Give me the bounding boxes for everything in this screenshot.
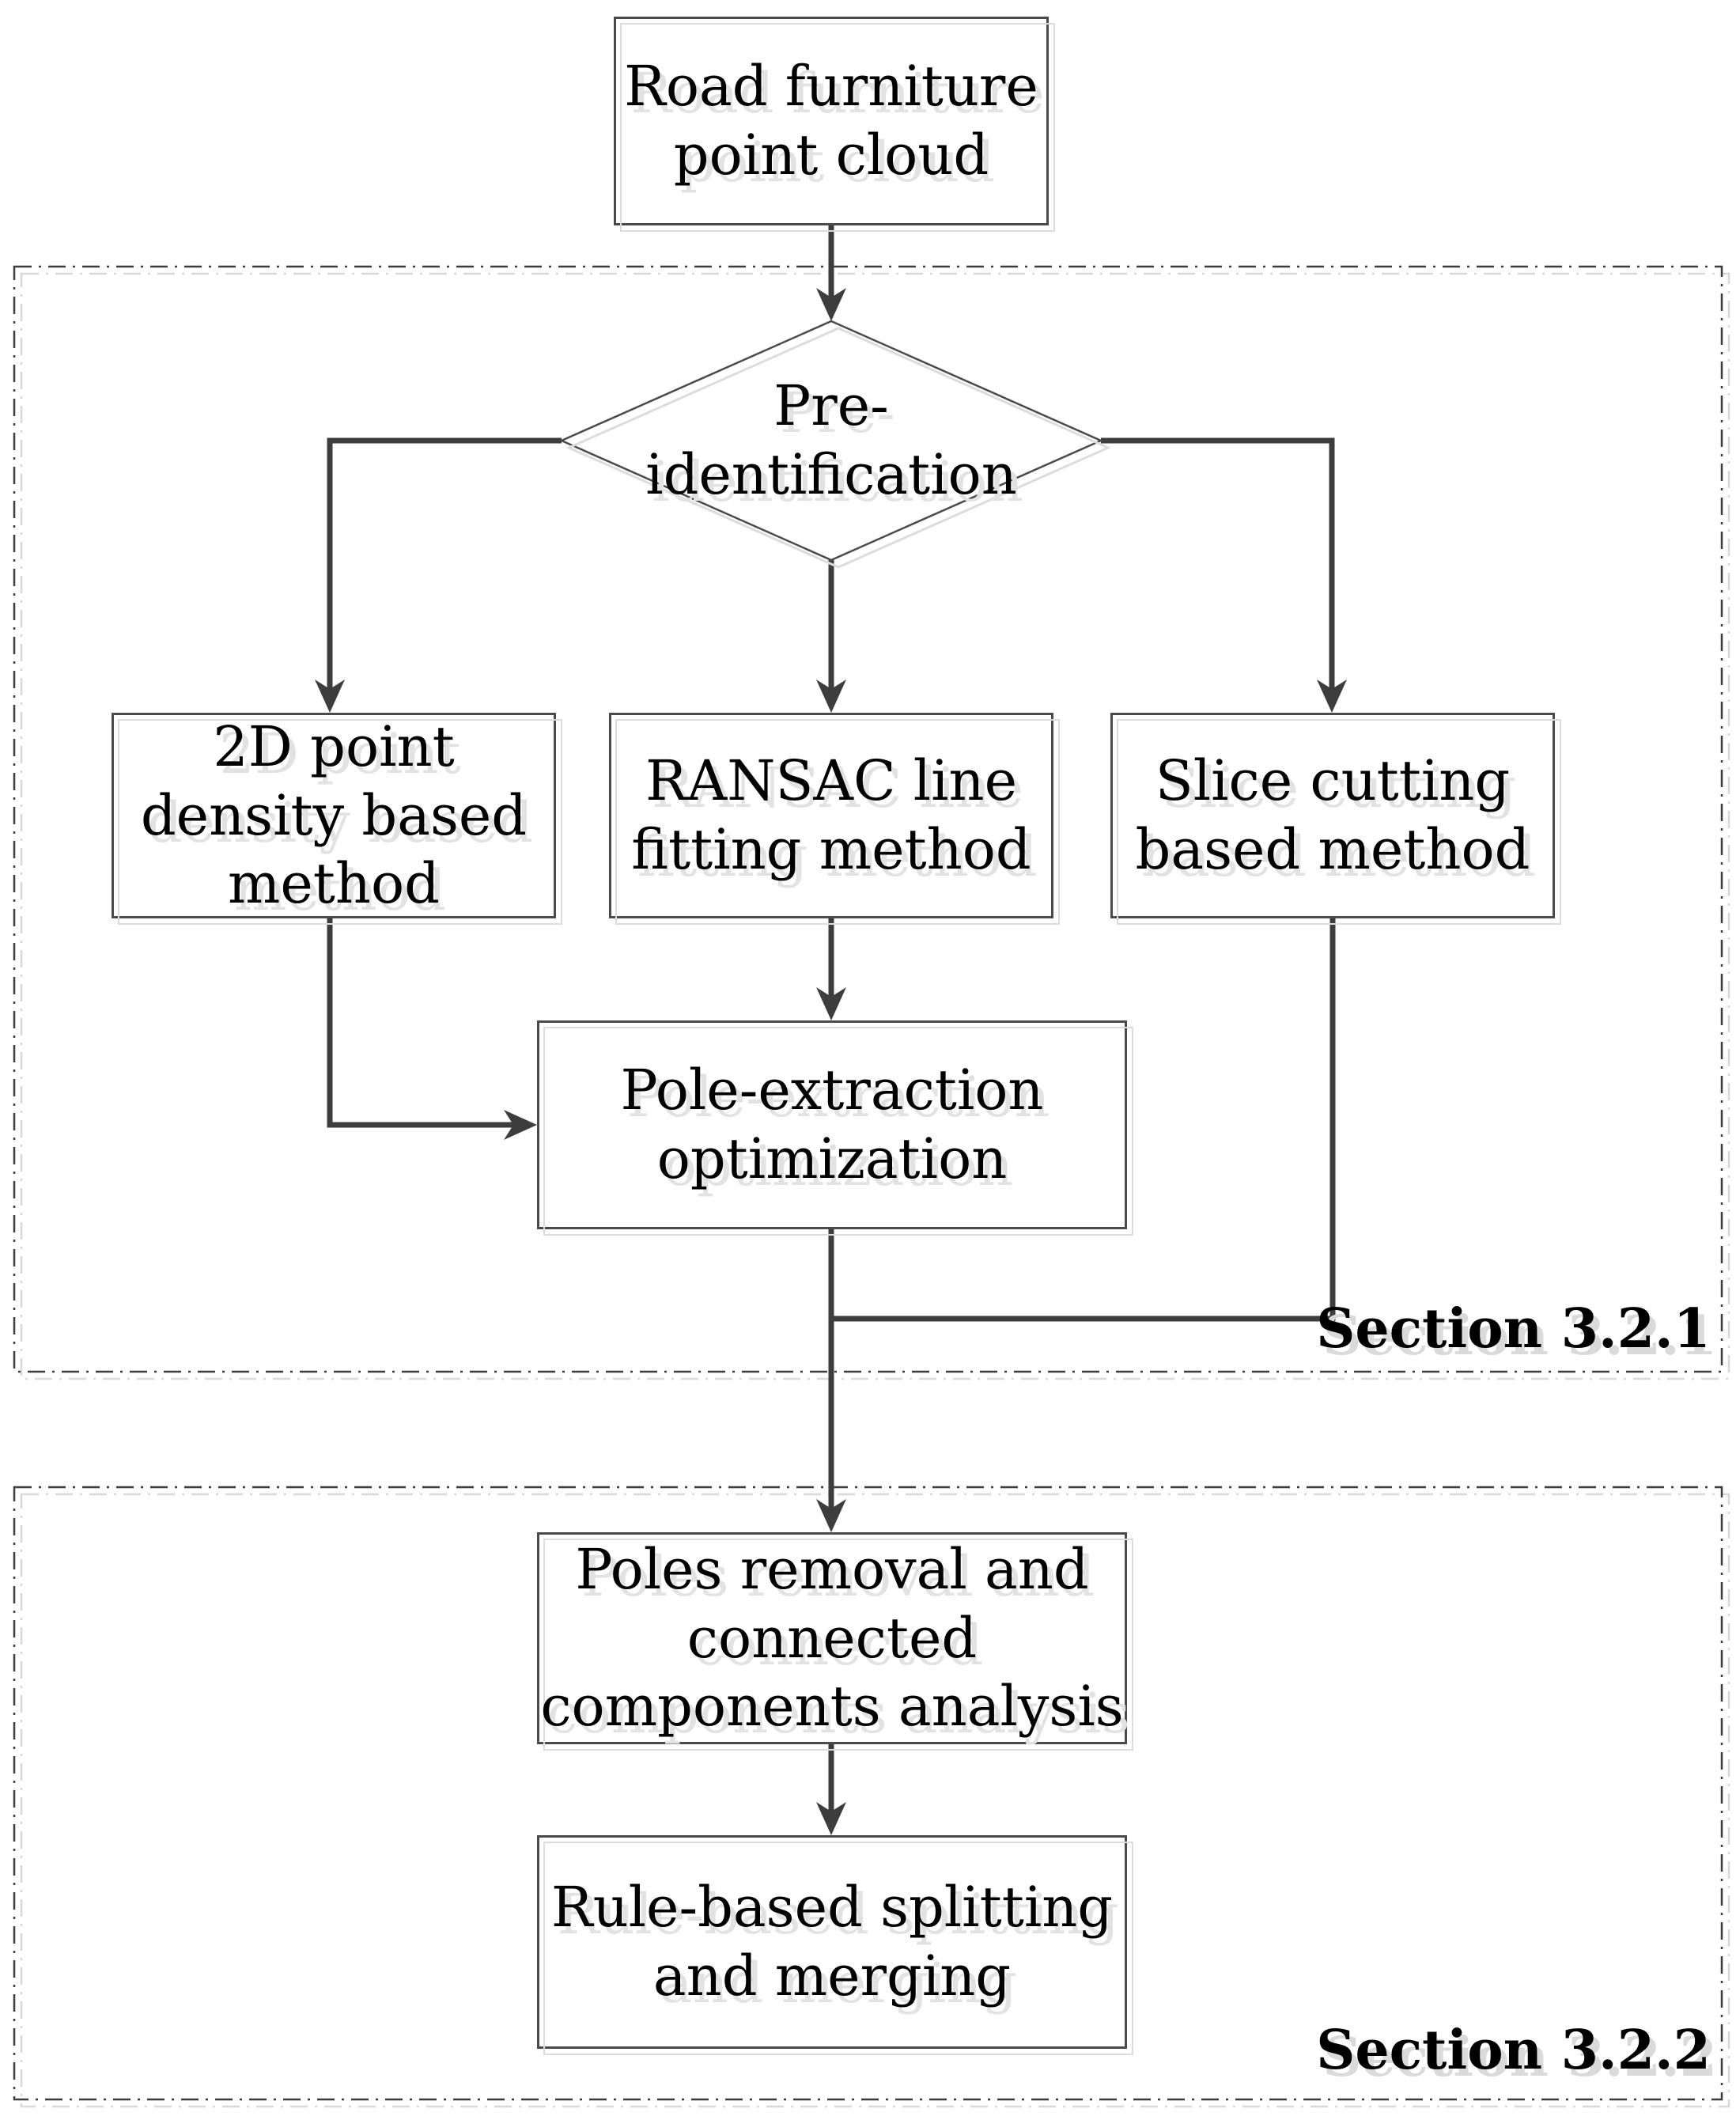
arrowhead-into-polesremoval <box>816 1499 846 1532</box>
section-2-frame <box>13 1486 1723 2101</box>
node-label: Poles removal and connected components a… <box>540 1536 1124 1740</box>
section-3-2-2-label: Section 3.2.2 <box>1316 2019 1711 2082</box>
node-pole-extraction-optimization: Pole-extraction optimization <box>537 1020 1133 1236</box>
arrowhead-into-pole-top <box>816 987 846 1020</box>
edge-density-to-pole <box>327 918 515 1128</box>
section-1-frame <box>13 265 1723 1373</box>
node-label: 2D point density based method <box>140 714 528 917</box>
section-1-frame-ghost <box>20 272 1730 1380</box>
diamond-shape <box>558 320 1104 562</box>
node-road-furniture-point-cloud: Road furniture point cloud <box>614 17 1055 232</box>
diamond-shape-ghost <box>565 327 1111 569</box>
arrowhead-into-pole-left <box>504 1110 537 1140</box>
node-label: RANSAC line fitting method <box>631 748 1031 882</box>
node-rule-based-splitting-merging: Rule-based splitting and merging <box>537 1835 1133 2055</box>
node-pre-identification: Pre- identification <box>562 322 1100 559</box>
edge-diamond-to-density <box>327 437 562 691</box>
arrowhead-into-slice <box>1317 680 1347 713</box>
node-poles-removal-cca: Poles removal and connected components a… <box>537 1532 1133 1751</box>
section-2-frame-ghost <box>20 1493 1730 2108</box>
node-slice-cutting-method: Slice cutting based method <box>1110 713 1561 925</box>
arrowhead-into-ransac <box>816 680 846 713</box>
section-3-2-1-label: Section 3.2.1 <box>1316 1297 1711 1361</box>
arrowhead-into-diamond <box>816 288 846 321</box>
edge-slice-merge <box>831 918 1336 1322</box>
node-label: Pre- identification <box>645 373 1017 507</box>
arrowhead-into-density <box>315 680 345 713</box>
node-label: Slice cutting based method <box>1135 748 1530 882</box>
node-label: Pole-extraction optimization <box>620 1058 1044 1191</box>
node-label: Road furniture point cloud <box>624 54 1038 187</box>
node-ransac-line-fitting-method: RANSAC line fitting method <box>609 713 1060 925</box>
edge-diamond-to-slice <box>1101 437 1335 691</box>
node-label: Rule-based splitting and merging <box>550 1875 1114 2008</box>
node-2d-point-density-method: 2D point density based method <box>112 713 562 925</box>
arrowhead-into-rule <box>816 1802 846 1835</box>
